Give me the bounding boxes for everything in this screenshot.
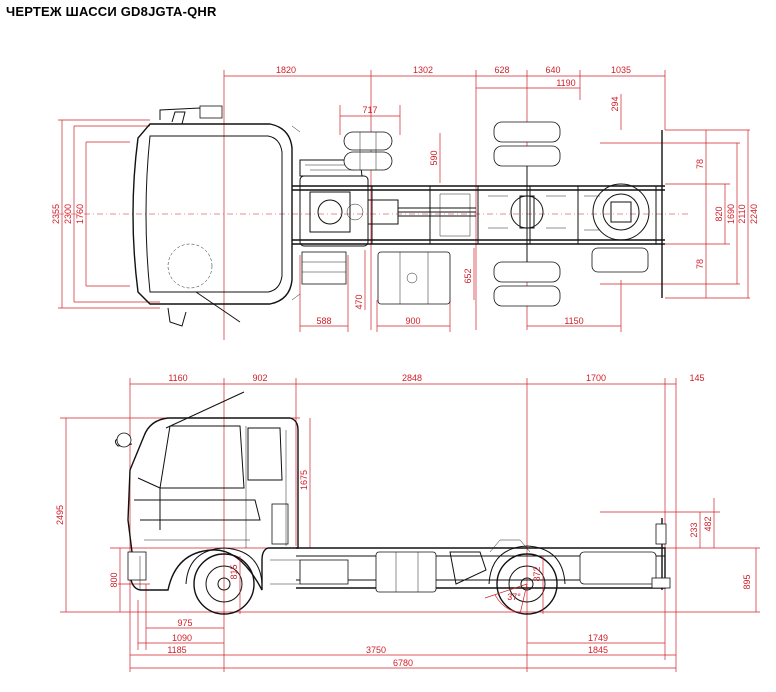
dim-1190: 1190 [556, 78, 575, 88]
dim-815: 815 [229, 564, 239, 579]
dim-482: 482 [703, 516, 713, 531]
dim-angle-37: 37° [507, 592, 521, 602]
dim-628: 628 [494, 65, 509, 75]
dim-2495: 2495 [55, 505, 65, 525]
dim-590: 590 [429, 150, 439, 165]
dim-470: 470 [354, 294, 364, 309]
dim-717: 717 [362, 105, 377, 115]
dim-872: 872 [532, 566, 542, 581]
dim-902: 902 [252, 373, 267, 383]
dim-1749: 1749 [588, 633, 608, 643]
dim-78-bottom: 78 [695, 259, 705, 269]
dim-2300: 2300 [63, 204, 73, 224]
dim-652: 652 [463, 268, 473, 283]
dim-975: 975 [177, 618, 192, 628]
dim-3750: 3750 [366, 645, 386, 655]
dim-640: 640 [545, 65, 560, 75]
dim-895: 895 [742, 574, 752, 589]
dim-6780: 6780 [393, 658, 413, 668]
dim-1690: 1690 [726, 204, 736, 224]
dim-78-top: 78 [695, 159, 705, 169]
dim-2110: 2110 [737, 204, 747, 223]
dim-588: 588 [316, 316, 331, 326]
dim-2240: 2240 [749, 204, 759, 224]
side-view [60, 378, 760, 672]
dim-1760: 1760 [75, 204, 85, 224]
dim-1035: 1035 [611, 65, 631, 75]
dim-1090: 1090 [172, 633, 192, 643]
dim-1150: 1150 [564, 316, 583, 326]
dim-1160: 1160 [168, 373, 187, 383]
dim-1302: 1302 [413, 65, 433, 75]
dim-820: 820 [714, 206, 724, 221]
dim-145: 145 [689, 373, 704, 383]
dim-233: 233 [689, 522, 699, 537]
dim-1820: 1820 [276, 65, 296, 75]
dim-1700: 1700 [586, 373, 606, 383]
dim-2355: 2355 [51, 204, 61, 224]
dim-1845: 1845 [588, 645, 608, 655]
top-view [58, 70, 750, 340]
dim-900: 900 [405, 316, 420, 326]
dim-1675: 1675 [299, 470, 309, 490]
dim-2848: 2848 [402, 373, 422, 383]
dim-1185: 1185 [167, 645, 186, 655]
drawing-title: ЧЕРТЕЖ ШАССИ GD8JGTA-QHR [6, 4, 217, 19]
dim-800: 800 [109, 572, 119, 587]
dim-294: 294 [610, 96, 620, 111]
